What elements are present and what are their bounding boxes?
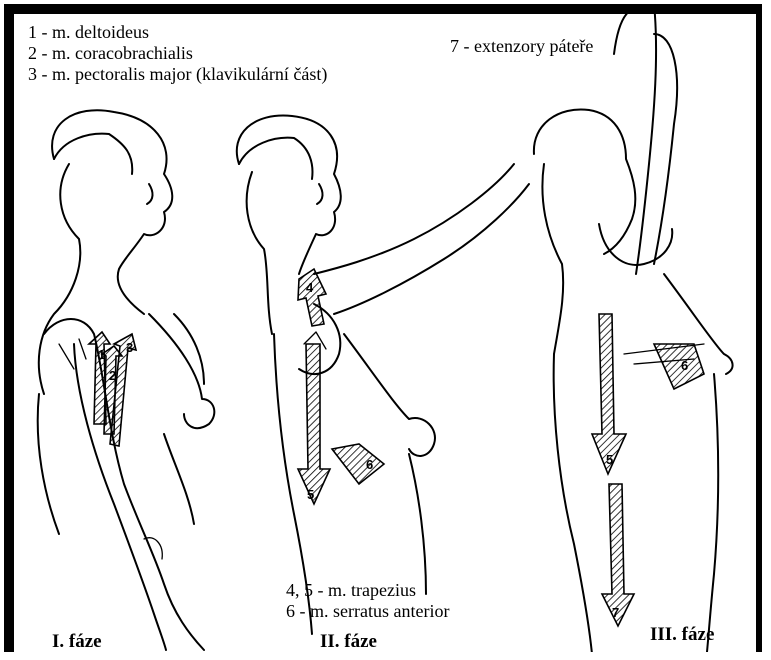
svg-text:6: 6: [366, 457, 373, 472]
figure-phase-1: 1 2 3: [38, 110, 215, 650]
legend-item-3: 3 - m. pectoralis major (klavikulární čá…: [28, 64, 327, 84]
svg-text:5: 5: [606, 452, 613, 467]
svg-text:5: 5: [307, 487, 314, 502]
svg-text:4: 4: [306, 280, 314, 295]
figure-phase-2: 4 5 6: [237, 116, 529, 634]
svg-text:1: 1: [98, 347, 105, 362]
legend-item-4-5: 4, 5 - m. trapezius: [286, 580, 416, 600]
legend-item-6: 6 - m. serratus anterior: [286, 601, 449, 621]
phase-label-3: III. fáze: [650, 624, 714, 646]
legend-item-1: 1 - m. deltoideus: [28, 22, 149, 42]
svg-text:3: 3: [126, 340, 133, 355]
legend-item-2: 2 - m. coracobrachialis: [28, 43, 193, 63]
phase-label-2: II. fáze: [320, 631, 377, 652]
anatomy-illustration: 1 2 3 4 5 6: [14, 14, 762, 652]
legend-item-7: 7 - extenzory páteře: [450, 36, 593, 56]
figure-frame: 1 2 3 4 5 6: [4, 4, 762, 652]
figure-phase-3: 6 5 7: [534, 14, 733, 652]
svg-text:6: 6: [681, 358, 688, 373]
svg-text:7: 7: [612, 605, 619, 620]
phase-label-1: I. fáze: [52, 631, 102, 652]
svg-text:2: 2: [109, 368, 116, 383]
